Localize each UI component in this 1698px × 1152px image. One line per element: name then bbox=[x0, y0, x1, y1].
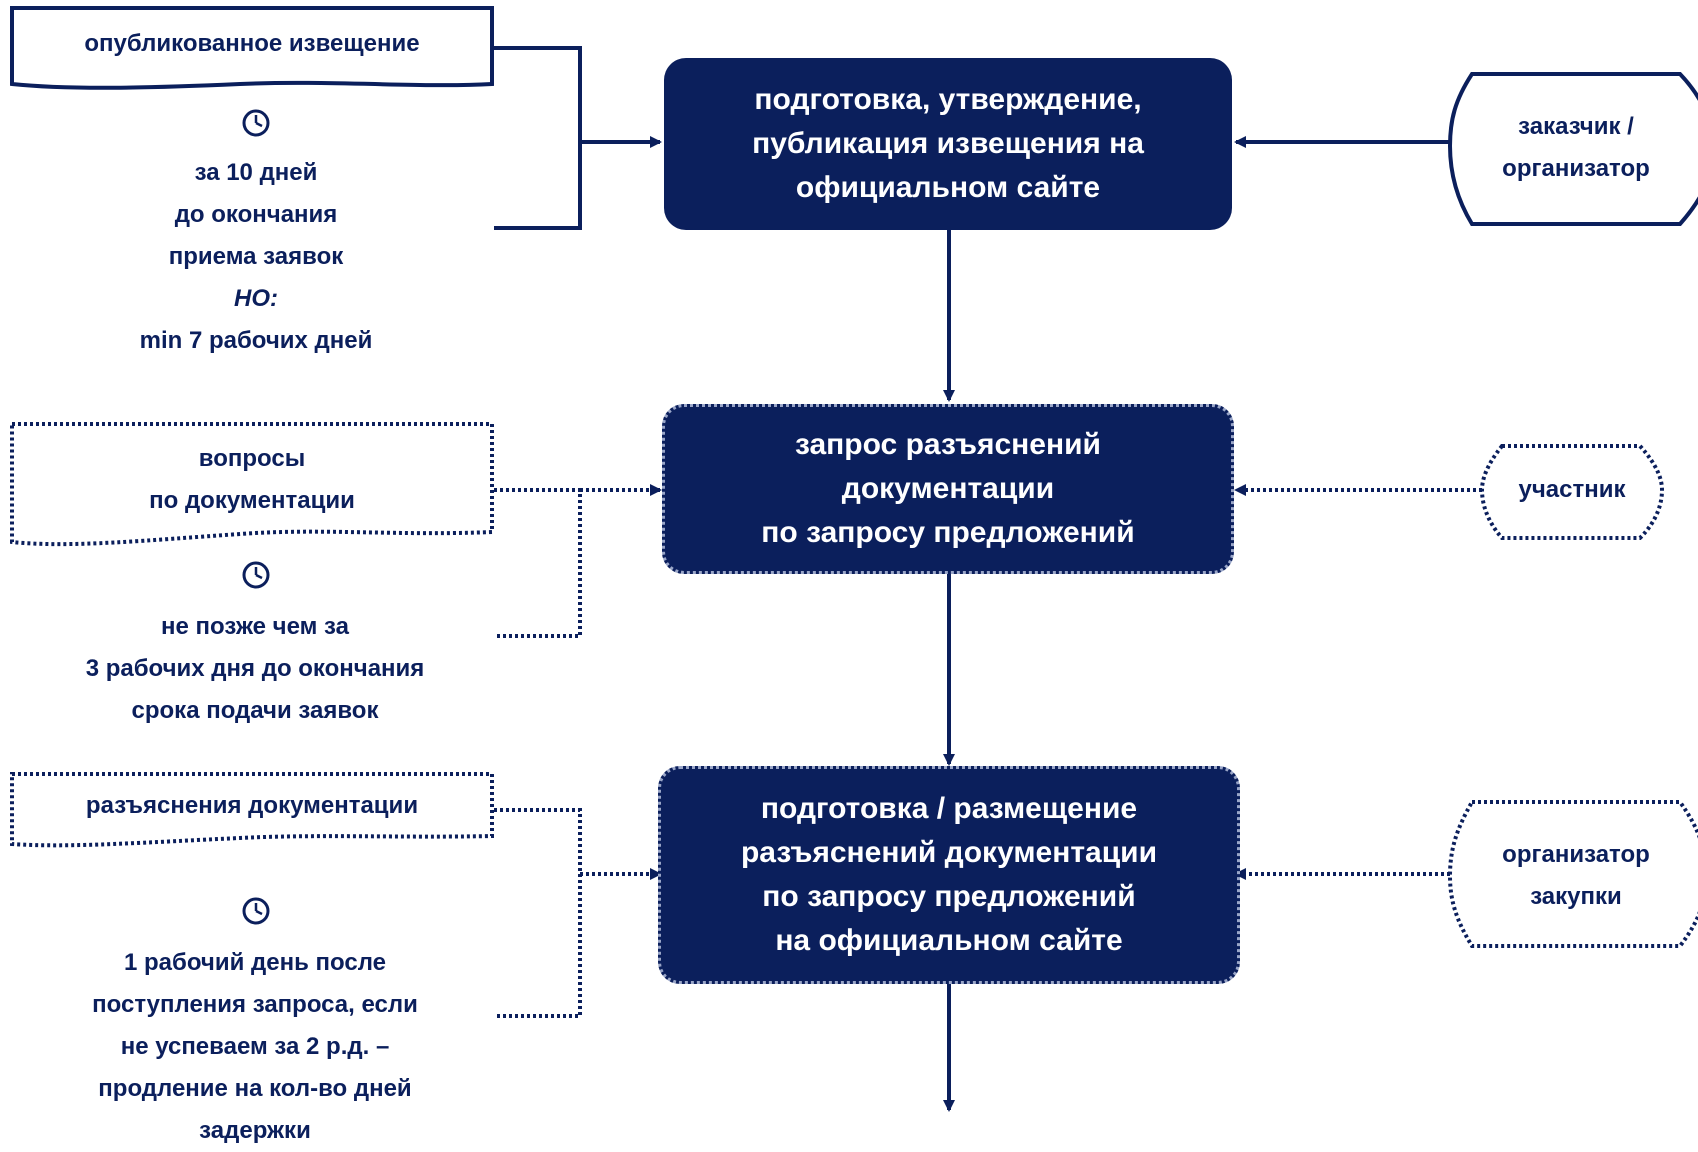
actor2-text: участник bbox=[1518, 476, 1626, 503]
timing3-line: не успеваем за 2 р.д. – bbox=[120, 1033, 390, 1060]
timing-note-1: за 10 дней до окончания приема заявок НО… bbox=[60, 152, 452, 362]
step2-line: по запросу предложений bbox=[761, 516, 1135, 549]
actor-participant: участник bbox=[1490, 468, 1654, 512]
step3-line: по запросу предложений bbox=[762, 880, 1136, 913]
doc1-text: опубликованное извещение bbox=[84, 30, 420, 57]
process-step-publish-clarifications: подготовка / размещение разъяснений доку… bbox=[658, 766, 1240, 984]
actor3-line: организатор bbox=[1502, 841, 1650, 868]
timing1-line-but: НО: bbox=[234, 285, 278, 312]
doc2-line: по документации bbox=[149, 487, 355, 514]
actor-shape-customer bbox=[1447, 72, 1698, 226]
actor1-line: заказчик / bbox=[1518, 113, 1634, 140]
timing-note-2: не позже чем за 3 рабочих дня до окончан… bbox=[10, 606, 500, 732]
doc-label-clarifications: разъяснения документации bbox=[14, 786, 490, 826]
doc-shape-clarifications bbox=[10, 772, 494, 848]
actor-shape-organizer bbox=[1447, 800, 1698, 948]
bracket-connector-3 bbox=[494, 808, 582, 1018]
timing2-line: 3 рабочих дня до окончания bbox=[85, 655, 425, 682]
process-step-publish-notice: подготовка, утверждение, публикация изве… bbox=[664, 58, 1232, 230]
bracket-connector-2 bbox=[494, 488, 582, 638]
doc2-line: вопросы bbox=[198, 445, 306, 472]
clock-icon bbox=[242, 109, 270, 137]
doc-shape-published-notice bbox=[10, 6, 494, 90]
actor-procurement-organizer: организатор закупки bbox=[1470, 828, 1682, 924]
step2-line: документации bbox=[841, 472, 1055, 505]
step1-line: официальном сайте bbox=[795, 171, 1101, 204]
timing1-line: до окончания bbox=[174, 201, 338, 228]
actor-customer-organizer: заказчик / организатор bbox=[1470, 100, 1682, 196]
process-step-clarification-request: запрос разъяснений документации по запро… bbox=[662, 404, 1234, 574]
actor3-line: закупки bbox=[1530, 883, 1622, 910]
timing3-line: задержки bbox=[199, 1117, 311, 1144]
doc3-text: разъяснения документации bbox=[85, 792, 419, 819]
step1-line: публикация извещения на bbox=[752, 127, 1144, 160]
actor-shape-participant bbox=[1479, 444, 1665, 540]
doc-shape-questions bbox=[10, 422, 494, 547]
clock-icon bbox=[242, 897, 270, 925]
doc-label-questions: вопросы по документации bbox=[14, 438, 490, 522]
step2-line: запрос разъяснений bbox=[794, 428, 1101, 461]
timing1-line: приема заявок bbox=[168, 243, 344, 270]
timing1-line: min 7 рабочих дней bbox=[139, 327, 373, 354]
doc-label-published-notice: опубликованное извещение bbox=[14, 24, 490, 64]
timing1-line: за 10 дней bbox=[194, 159, 318, 186]
step3-line: разъяснений документации bbox=[740, 836, 1158, 869]
timing-note-3: 1 рабочий день после поступления запроса… bbox=[20, 942, 490, 1152]
timing2-line: срока подачи заявок bbox=[131, 697, 379, 724]
timing3-line: продление на кол-во дней bbox=[98, 1075, 412, 1102]
clock-icon bbox=[242, 561, 270, 589]
timing3-line: поступления запроса, если bbox=[92, 991, 418, 1018]
step3-line: на официальном сайте bbox=[775, 924, 1123, 957]
timing3-line: 1 рабочий день после bbox=[124, 949, 386, 976]
bracket-connector-1 bbox=[494, 46, 582, 230]
step3-line: подготовка / размещение bbox=[760, 792, 1138, 825]
actor1-line: организатор bbox=[1502, 155, 1650, 182]
step1-line: подготовка, утверждение, bbox=[754, 83, 1142, 116]
timing2-line: не позже чем за bbox=[160, 613, 350, 640]
